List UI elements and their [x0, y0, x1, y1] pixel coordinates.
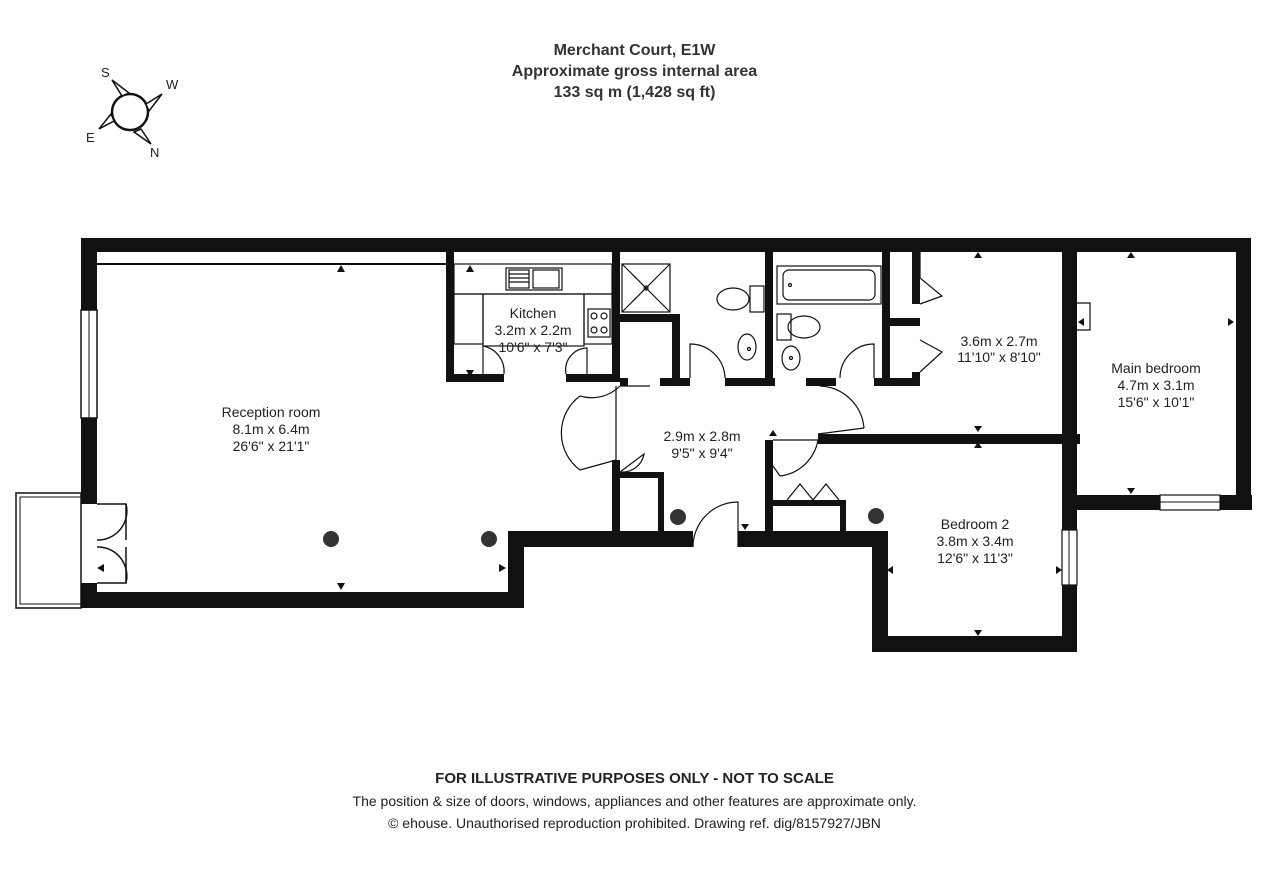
compass-east-label: E [86, 130, 95, 145]
plan-area: 133 sq m (1,428 sq ft) [553, 84, 716, 101]
plan-footer: FOR ILLUSTRATIVE PURPOSES ONLY - NOT TO … [0, 768, 1269, 834]
plan-header: Merchant Court, E1W Approximate gross in… [0, 40, 1269, 103]
room-reception-name: Reception room [222, 404, 321, 420]
room-reception: Reception room 8.1m x 6.4m 26'6" x 21'1" [222, 404, 321, 454]
kitchen-door [482, 345, 588, 375]
basin-icon [781, 345, 801, 371]
room-hall-metric: 2.9m x 2.8m [663, 428, 740, 444]
room-main-bedroom-name: Main bedroom [1111, 360, 1201, 376]
footer-disclaimer: FOR ILLUSTRATIVE PURPOSES ONLY - NOT TO … [435, 770, 834, 787]
window-left [80, 309, 98, 419]
hall-doors [560, 385, 865, 548]
hob-icon [587, 308, 611, 338]
room-kitchen-imperial: 10'6" x 7'3" [499, 339, 568, 355]
room-main-bedroom-metric: 4.7m x 3.1m [1117, 377, 1194, 393]
dimension-markers [97, 252, 1234, 636]
room-main-bedroom-imperial: 15'6" x 10'1" [1118, 394, 1195, 410]
footer-note: The position & size of doors, windows, a… [352, 793, 917, 809]
toilet-icon [776, 313, 821, 341]
bathroom-door [689, 343, 875, 379]
room-bedroom2-metric: 3.8m x 3.4m [936, 533, 1013, 549]
compass-north-label: N [150, 145, 159, 160]
room-hall-imperial: 9'5" x 9'4" [671, 445, 732, 461]
plan-subtitle: Approximate gross internal area [511, 63, 758, 80]
room-study-metric: 3.6m x 2.7m [960, 333, 1037, 349]
window-bedroom2 [1061, 529, 1078, 586]
room-study-imperial: 11'10" x 8'10" [957, 349, 1041, 365]
kitchen-worktop [453, 263, 613, 347]
room-hall: 2.9m x 2.8m 9'5" x 9'4" [663, 428, 740, 461]
outer-walls [81, 238, 1252, 652]
room-reception-imperial: 26'6" x 21'1" [233, 438, 310, 454]
bath-icon [776, 265, 882, 305]
plan-title: Merchant Court, E1W [553, 42, 716, 59]
compass-south-label: S [101, 65, 110, 80]
compass-west-label: W [166, 77, 179, 92]
bathroom-walls [620, 252, 890, 386]
room-reception-metric: 8.1m x 6.4m [232, 421, 309, 437]
room-study: 3.6m x 2.7m 11'10" x 8'10" [957, 333, 1041, 365]
window-main-bedroom [1159, 494, 1221, 511]
room-bedroom2: Bedroom 2 3.8m x 3.4m 12'6" x 11'3" [936, 516, 1013, 566]
room-main-bedroom: Main bedroom 4.7m x 3.1m 15'6" x 10'1" [1111, 360, 1201, 410]
footer-copyright: © ehouse. Unauthorised reproduction proh… [388, 815, 881, 831]
columns [323, 508, 884, 547]
compass-icon: S W E N [86, 65, 179, 160]
room-kitchen-metric: 3.2m x 2.2m [494, 322, 571, 338]
basin-icon [737, 333, 757, 361]
balcony-door [96, 503, 128, 584]
study-walls [874, 252, 1077, 434]
balcony [15, 492, 82, 609]
room-kitchen: Kitchen 3.2m x 2.2m 10'6" x 7'3" [494, 305, 571, 355]
hall-walls [612, 434, 1080, 540]
room-bedroom2-imperial: 12'6" x 11'3" [937, 550, 1013, 566]
room-kitchen-name: Kitchen [510, 305, 557, 321]
shower-icon [621, 263, 671, 313]
room-bedroom2-name: Bedroom 2 [941, 516, 1010, 532]
study-doors [919, 252, 1091, 373]
toilet-icon [716, 285, 765, 313]
sink-icon [505, 267, 563, 291]
kitchen-walls [446, 252, 620, 382]
